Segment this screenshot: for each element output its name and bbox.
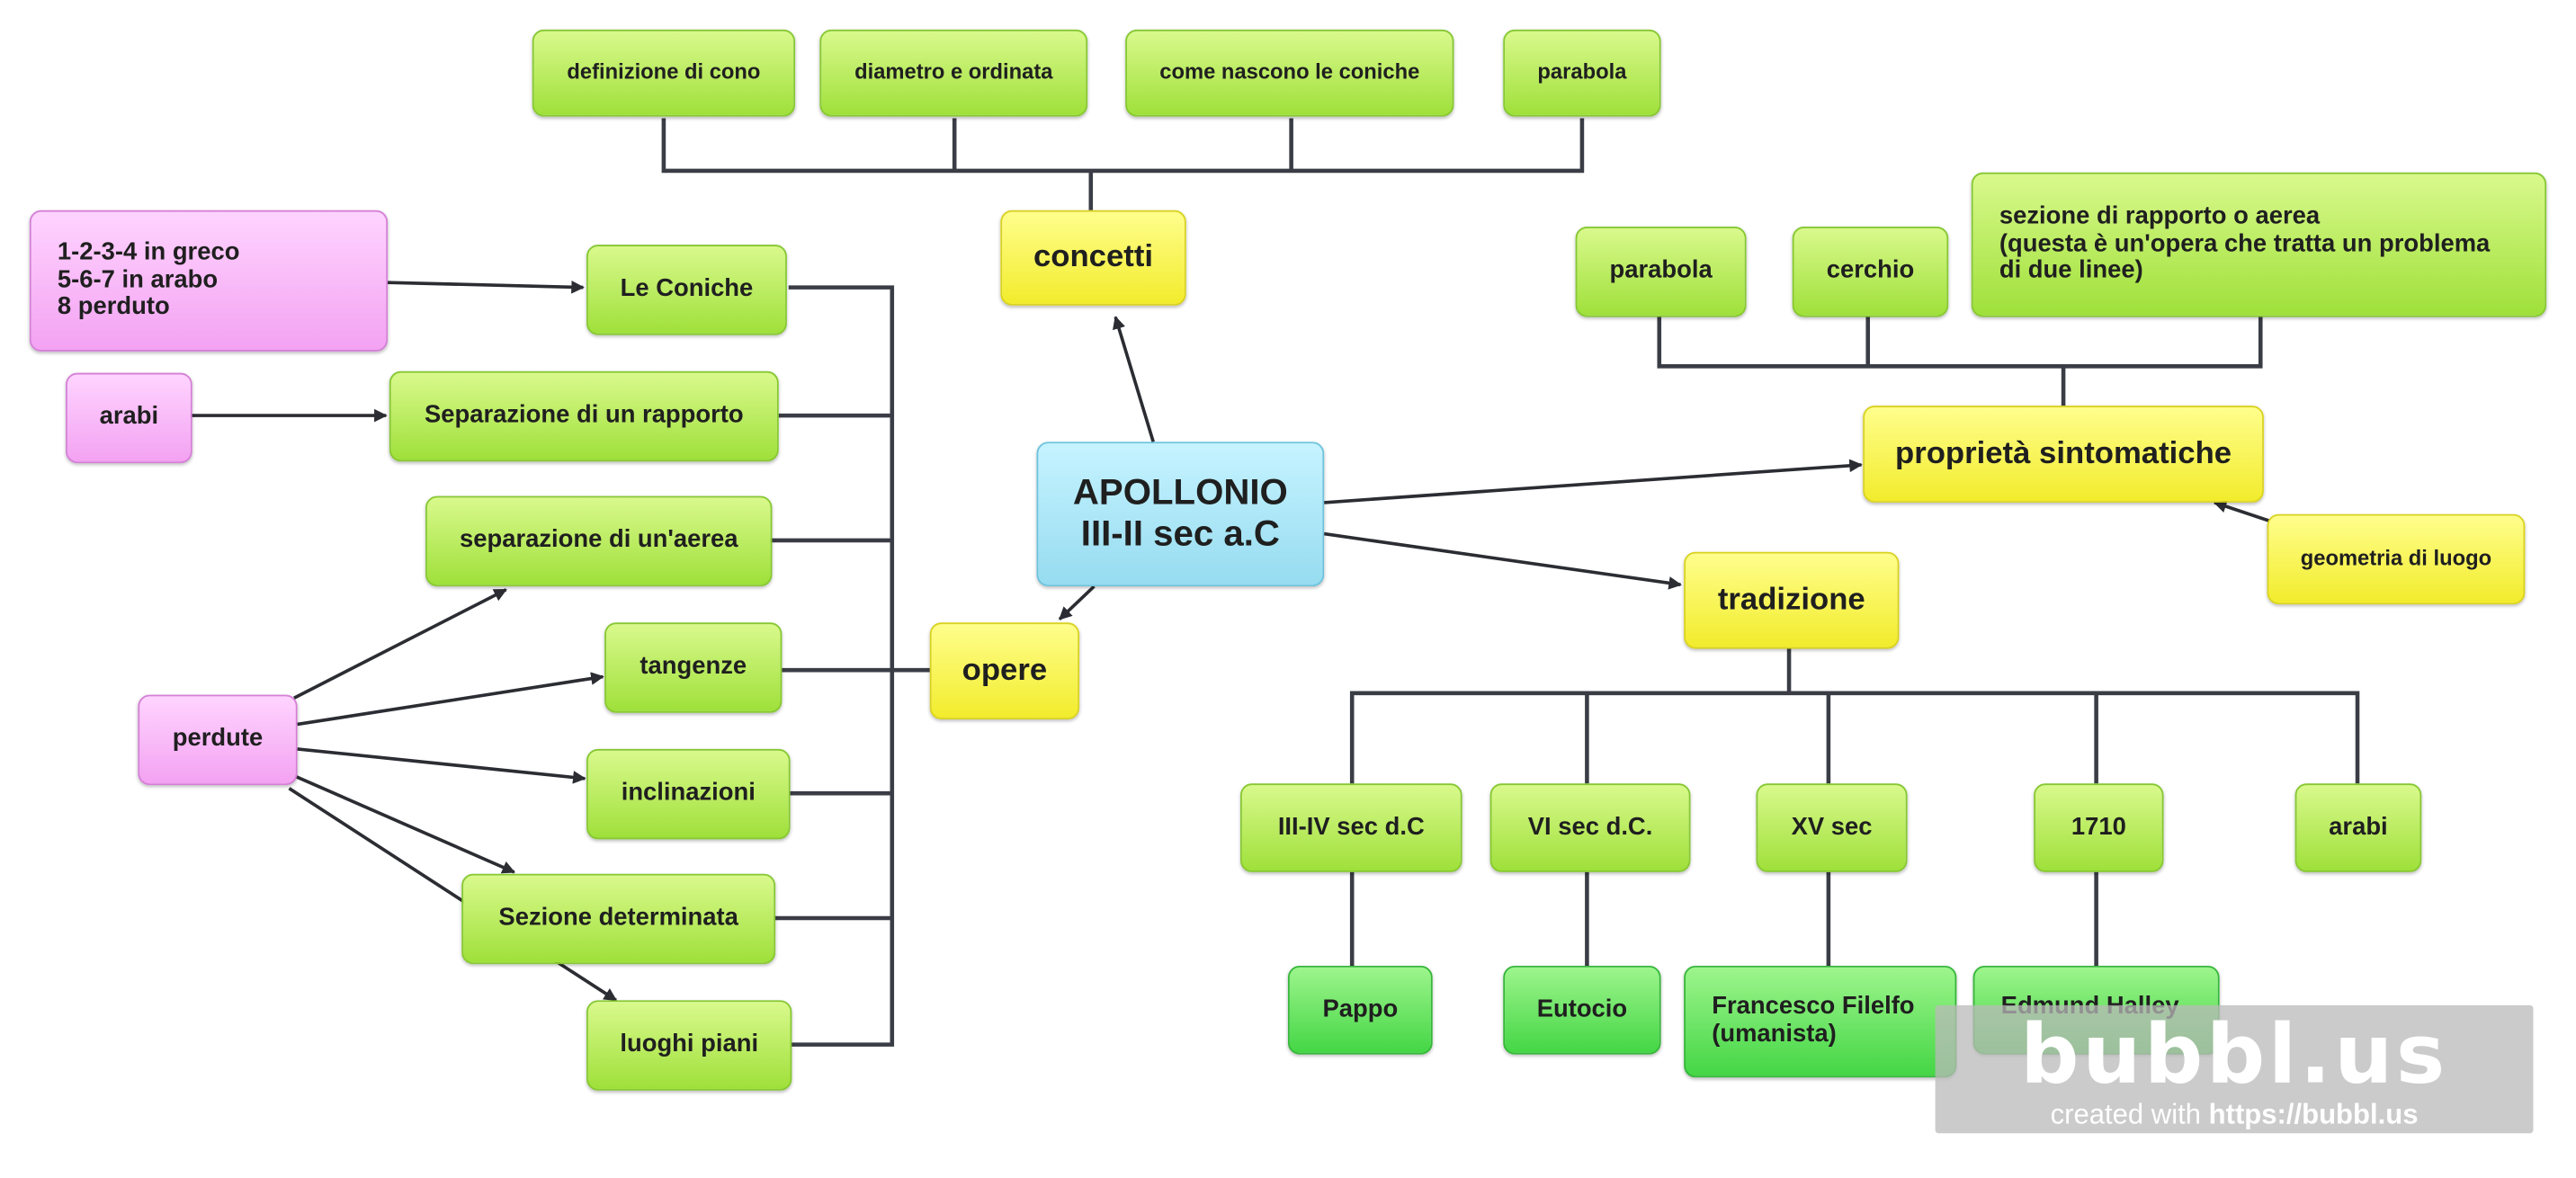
proprieta-sezione-rapporto[interactable]: sezione di rapporto o aerea (questa è un… [1971, 172, 2547, 317]
arrow-geometria-proprieta [2213, 500, 2269, 522]
arrow-greco-coniche [388, 281, 585, 294]
opera-le-coniche[interactable]: Le Coniche [586, 245, 787, 335]
opera-separazione-aerea[interactable]: separazione di un'aerea [425, 495, 773, 587]
watermark-tagline: created with https://bubbl.us [1936, 1098, 2534, 1130]
period-xv-sec[interactable]: XV sec [1756, 783, 1908, 872]
opera-sezione-determinata[interactable]: Sezione determinata [461, 873, 776, 965]
center-node-apollonio[interactable]: APOLLONIO III-II sec a.C [1036, 442, 1325, 587]
tradizione-bracket [1349, 648, 2360, 784]
proprieta-parabola[interactable]: parabola [1575, 227, 1747, 317]
bubblus-logo: bubbl.us [2020, 1006, 2448, 1102]
period-arabi[interactable]: arabi [2294, 783, 2422, 872]
concetti-node[interactable]: concetti [1000, 210, 1186, 306]
bubblus-watermark[interactable]: bubbl.us created with https://bubbl.us [1935, 1004, 2534, 1134]
tradizione-node[interactable]: tradizione [1684, 551, 1900, 649]
opera-luoghi-piani[interactable]: luoghi piani [586, 1000, 792, 1091]
opera-separazione-rapporto[interactable]: Separazione di un rapporto [389, 370, 779, 462]
arrow-perdute-luoghi [288, 787, 618, 1002]
arrow-center-tradizione [1323, 531, 1682, 590]
proprieta-bracket [1657, 317, 2263, 406]
period-vi-sec[interactable]: VI sec d.C. [1489, 783, 1691, 872]
proprieta-sintomatiche-node[interactable]: proprietà sintomatiche [1863, 406, 2264, 503]
concetti-bracket [661, 118, 1585, 210]
geometria-di-luogo[interactable]: geometria di luogo [2267, 513, 2526, 605]
arrow-perdute-inclinazioni [297, 747, 586, 784]
person-francesco-filelfo[interactable]: Francesco Filelfo (umanista) [1684, 965, 1957, 1078]
concetto-parabola[interactable]: parabola [1503, 29, 1661, 117]
note-lingue-coniche[interactable]: 1-2-3-4 in greco 5-6-7 in arabo 8 perdut… [29, 210, 389, 352]
note-perdute[interactable]: perdute [138, 694, 298, 786]
opere-bracket [770, 285, 930, 1047]
arrow-perdute-tangenze [297, 672, 604, 727]
person-eutocio[interactable]: Eutocio [1503, 965, 1661, 1055]
opere-node[interactable]: opere [929, 622, 1080, 720]
watermark-link[interactable]: https://bubbl.us [2208, 1098, 2419, 1130]
arrow-perdute-aerea [293, 588, 507, 700]
concetto-come-nascono[interactable]: come nascono le coniche [1125, 29, 1454, 117]
arrow-center-proprieta [1324, 459, 1863, 504]
watermark-tagline-prefix: created with [2050, 1098, 2209, 1130]
concetto-diametro-ordinata[interactable]: diametro e ordinata [819, 29, 1088, 117]
period-1710[interactable]: 1710 [2034, 783, 2164, 872]
period-people-lines [1349, 871, 2098, 966]
proprieta-cerchio[interactable]: cerchio [1792, 227, 1949, 317]
concetto-definizione-cono[interactable]: definizione di cono [532, 29, 796, 117]
person-pappo[interactable]: Pappo [1287, 965, 1433, 1055]
opera-tangenze[interactable]: tangenze [604, 622, 783, 713]
arrow-center-opere [1058, 585, 1096, 620]
opera-inclinazioni[interactable]: inclinazioni [586, 748, 791, 840]
note-arabi[interactable]: arabi [66, 372, 192, 464]
arrow-center-concetti [1113, 316, 1155, 442]
period-iii-iv-sec[interactable]: III-IV sec d.C [1240, 783, 1462, 872]
arrow-perdute-sezione [288, 772, 516, 874]
